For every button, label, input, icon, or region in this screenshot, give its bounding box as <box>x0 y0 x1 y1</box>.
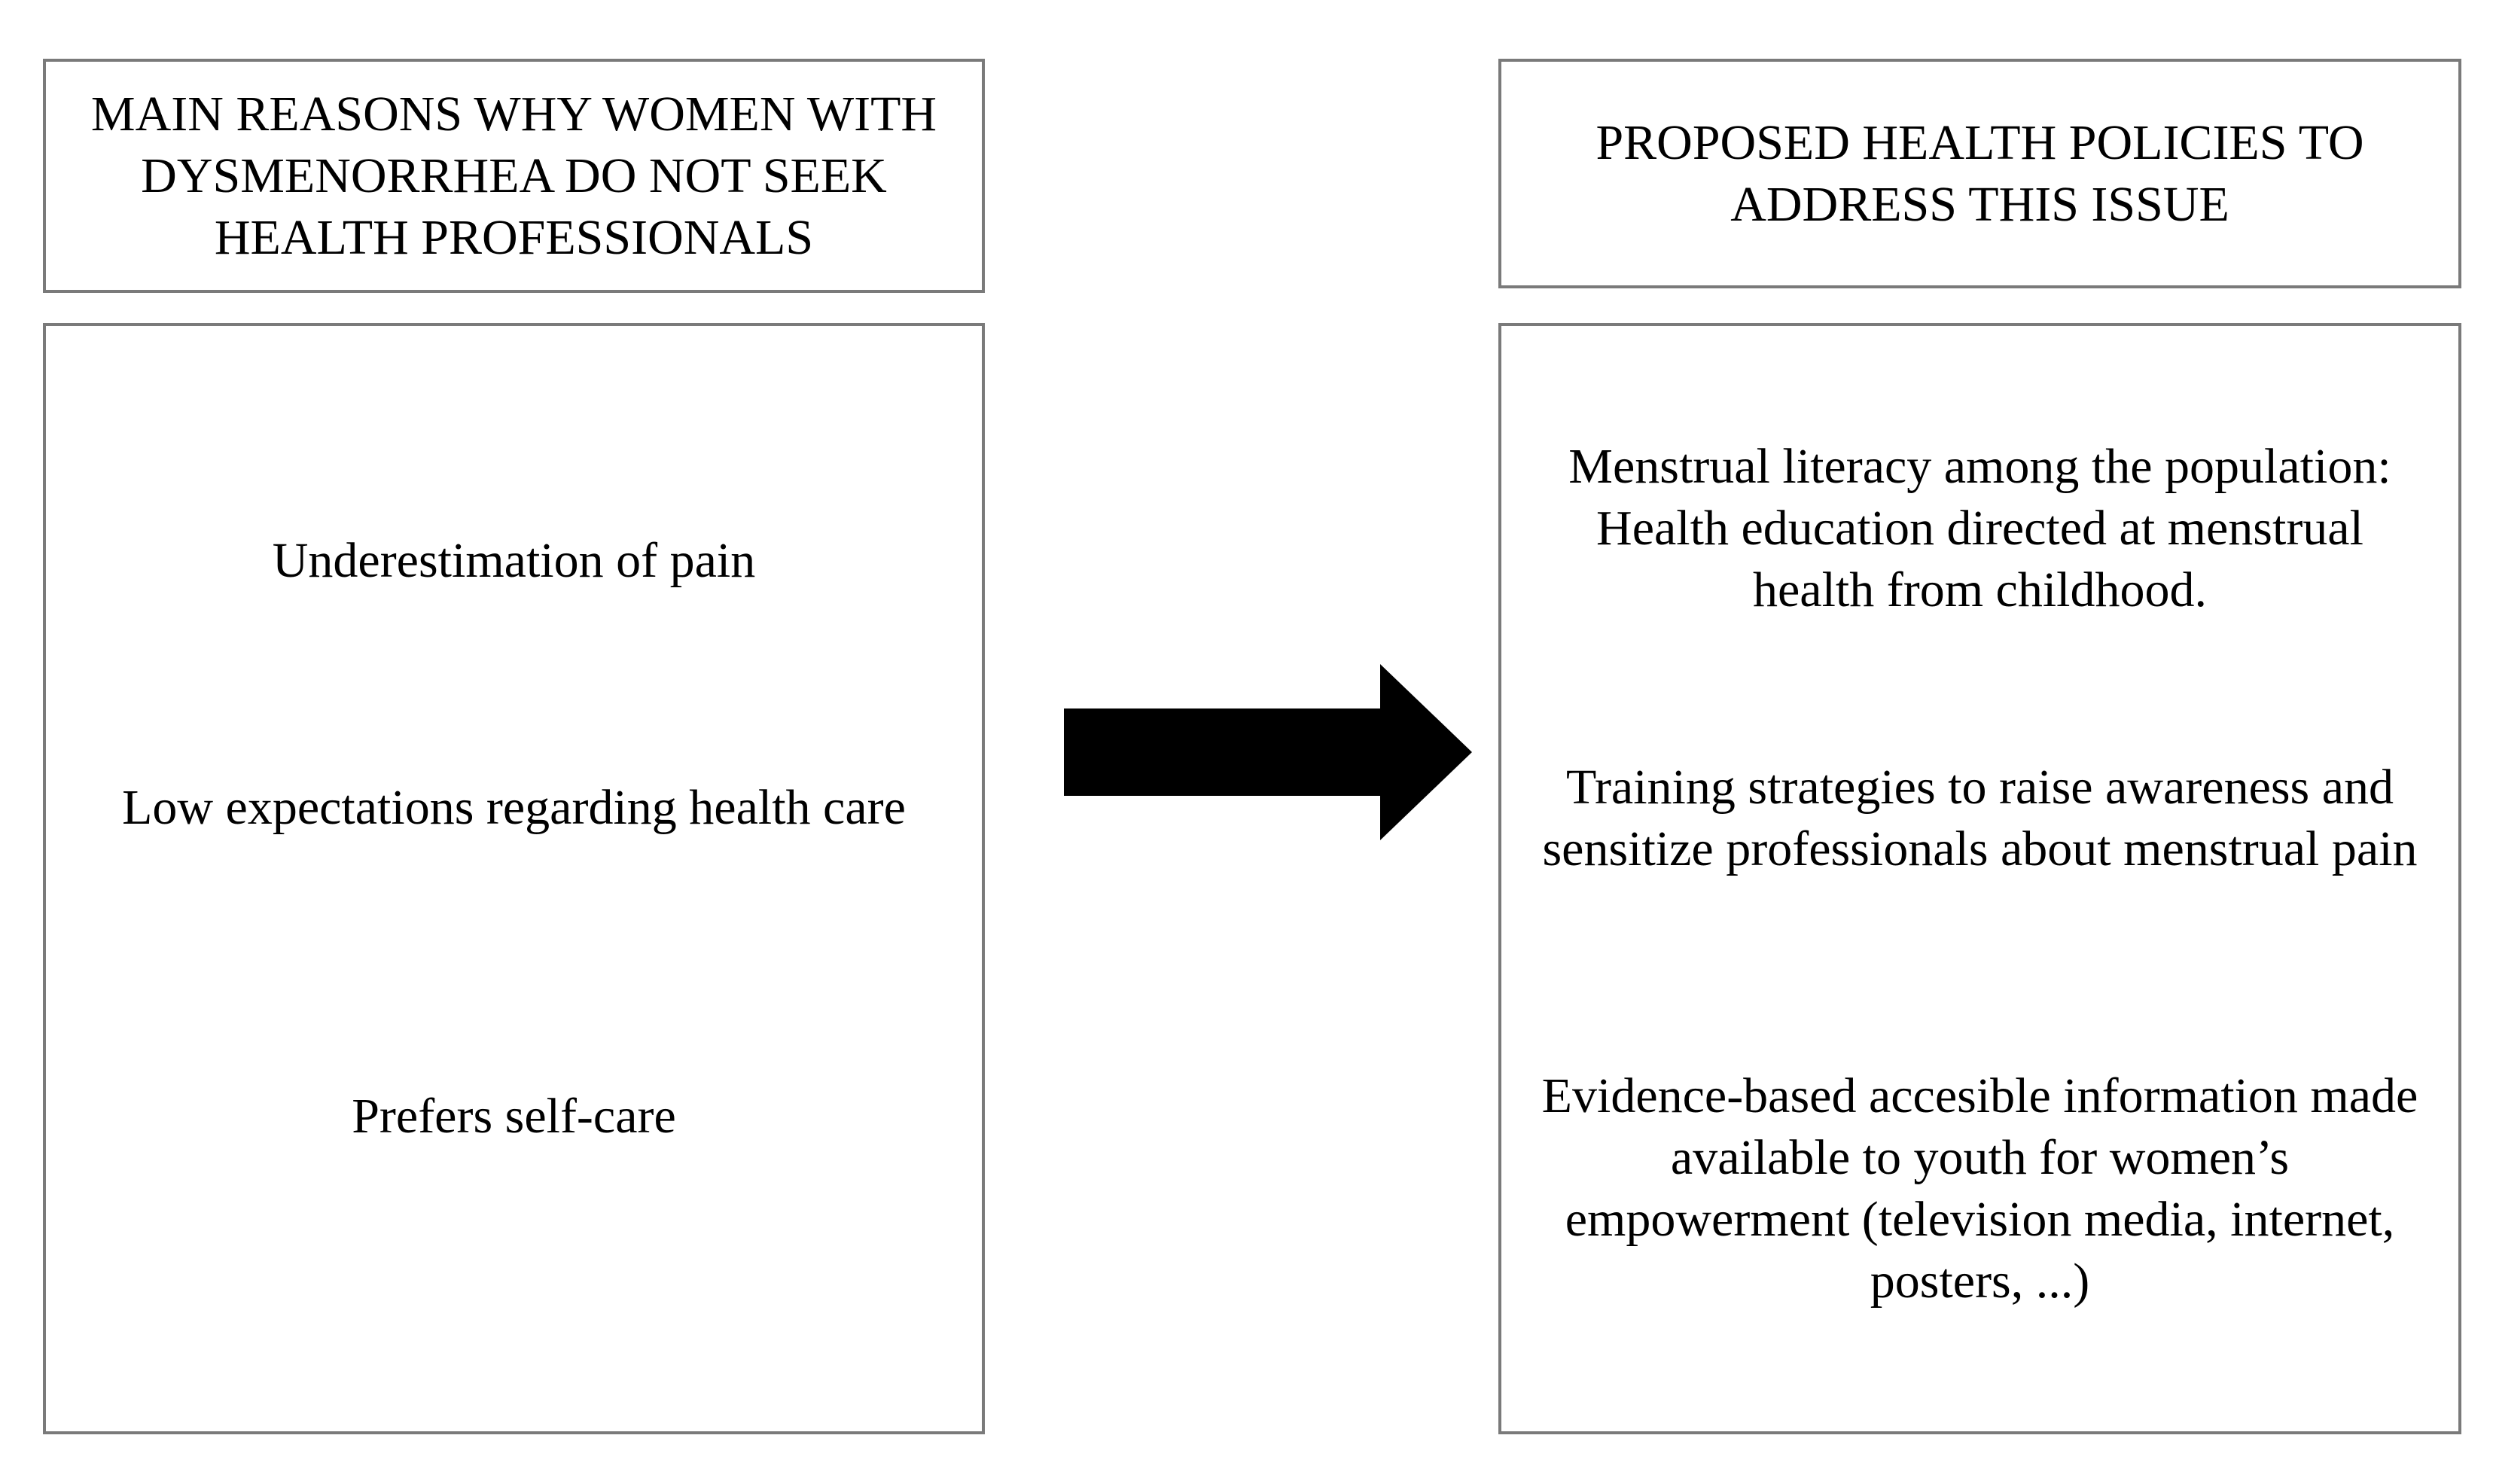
right-header-box: PROPOSED HEALTH POLICIES TO ADDRESS THIS… <box>1498 59 2461 288</box>
right-policy-item: Training strategies to raise awareness a… <box>1542 760 2418 876</box>
left-reasons-box: Underestimation of pain Low expectations… <box>43 323 985 1434</box>
right-policy-item: Menstrual literacy among the population:… <box>1568 439 2391 617</box>
left-reason-item: Low expectations regarding health care <box>122 780 906 835</box>
left-header-title: MAIN REASONS WHY WOMEN WITH DYSMENORRHEA… <box>90 86 937 265</box>
left-reason-item: Underestimation of pain <box>272 533 756 588</box>
right-policy-item: Evidence-based accesible information mad… <box>1541 1068 2418 1309</box>
left-header-box: MAIN REASONS WHY WOMEN WITH DYSMENORRHEA… <box>43 59 985 293</box>
left-reason-item: Prefers self-care <box>352 1089 676 1144</box>
right-header-title: PROPOSED HEALTH POLICIES TO ADDRESS THIS… <box>1595 114 2364 232</box>
right-policies-box: Menstrual literacy among the population:… <box>1498 323 2461 1434</box>
right-arrow-icon <box>1064 664 1472 840</box>
